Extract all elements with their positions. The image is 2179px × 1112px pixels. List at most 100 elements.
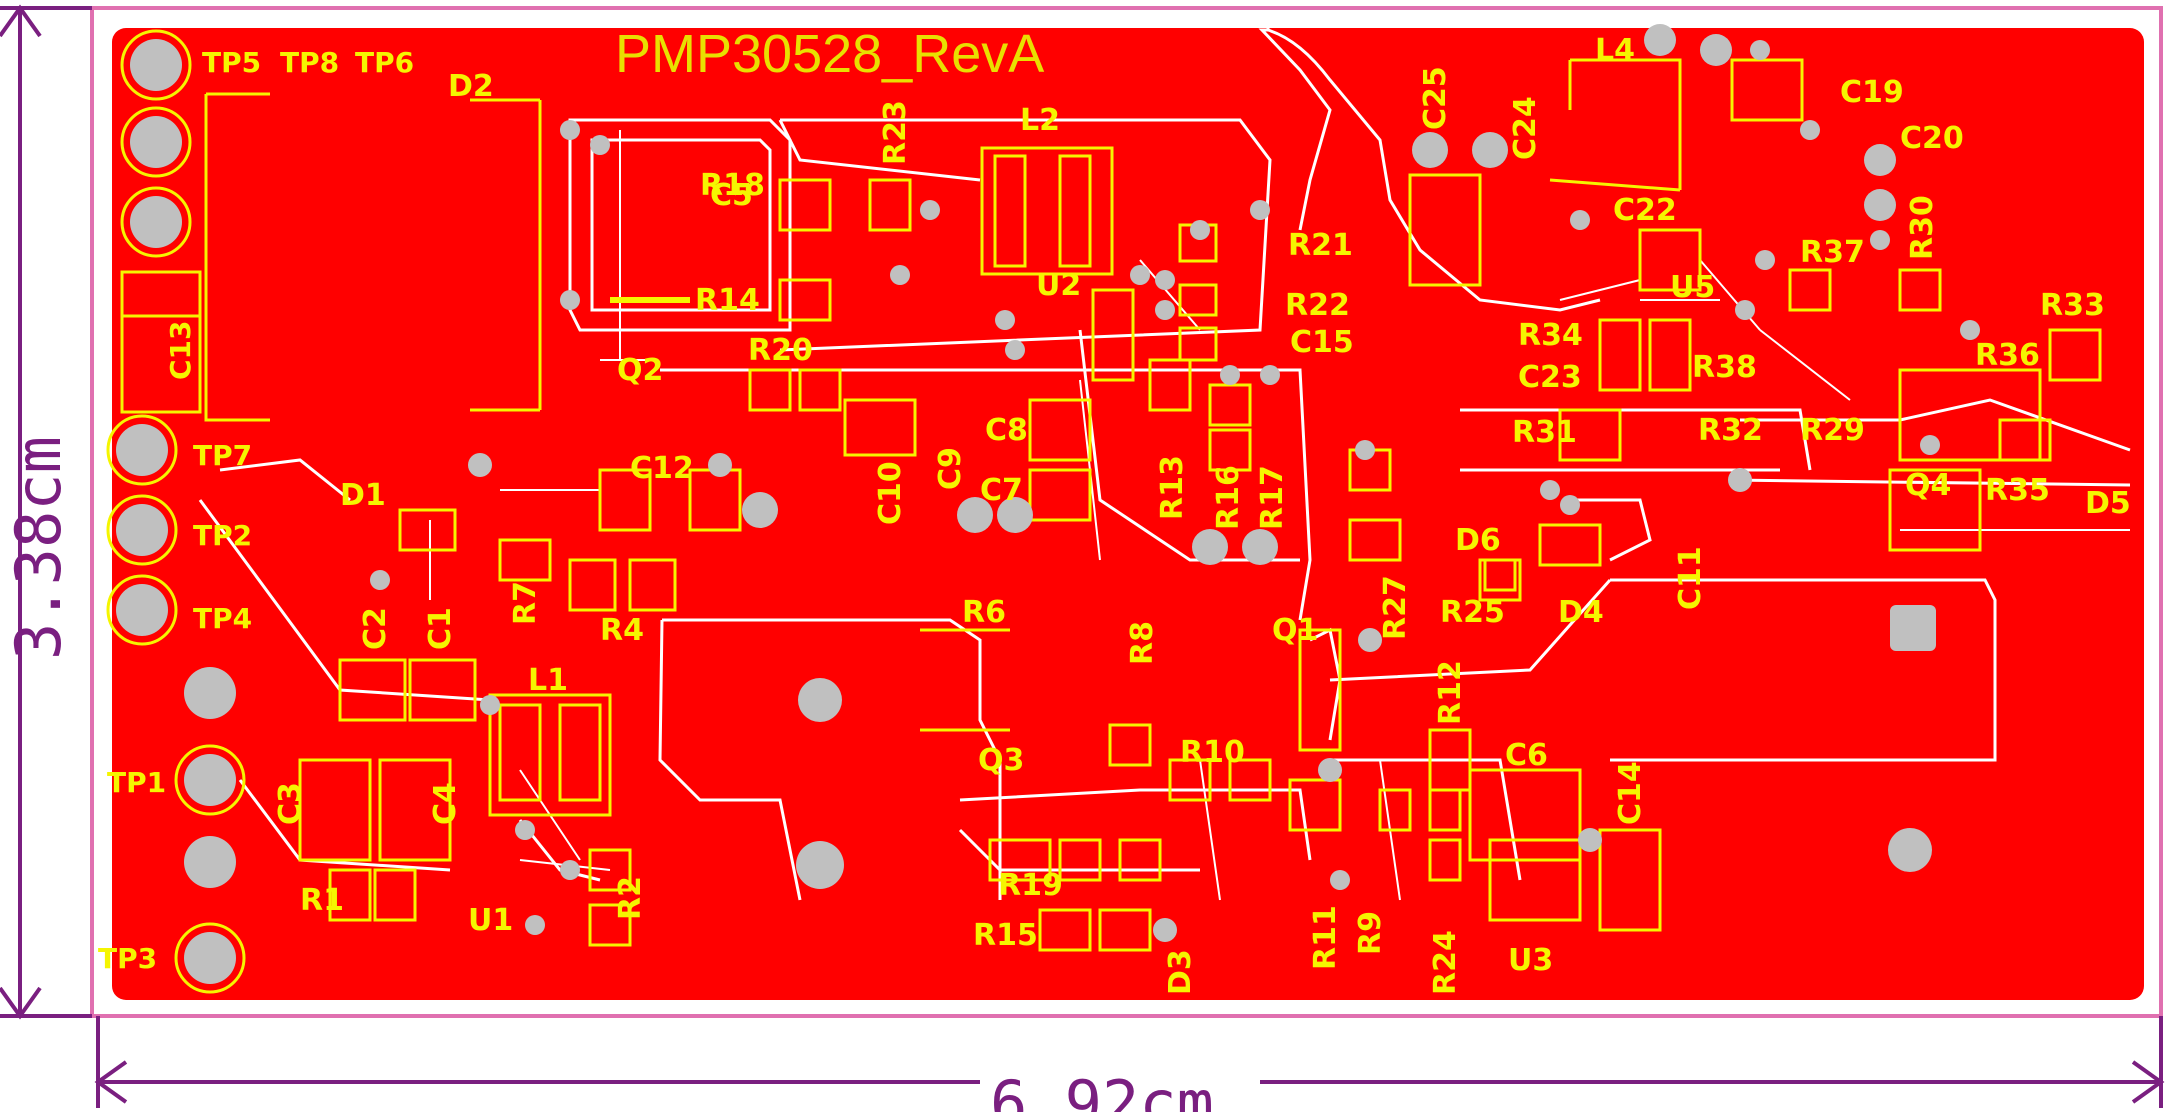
label-c5: C5: [710, 178, 753, 213]
label-r11: R11: [1308, 905, 1343, 970]
label-r16: R16: [1211, 465, 1246, 530]
test-point-pad: [184, 754, 236, 806]
label-q4: Q4: [1905, 468, 1951, 503]
label-l4: L4: [1595, 33, 1635, 68]
label-r13: R13: [1155, 455, 1190, 520]
label-c19: C19: [1840, 75, 1904, 110]
label-l1: L1: [528, 663, 568, 698]
label-c11: C11: [1673, 546, 1708, 610]
board-outline: [90, 6, 2163, 1018]
test-point-pad: [184, 836, 236, 888]
label-tp8: TP8: [280, 46, 339, 79]
label-r38: R38: [1692, 350, 1757, 385]
label-u2: U2: [1036, 268, 1081, 303]
copper-pour: [112, 28, 2144, 1000]
label-r6: R6: [962, 595, 1006, 630]
label-r23: R23: [878, 100, 913, 165]
label-r33: R33: [2040, 288, 2105, 323]
test-point-pad: [130, 196, 182, 248]
test-point-pad: [116, 584, 168, 636]
label-d2: D2: [448, 69, 494, 104]
label-r36: R36: [1975, 338, 2040, 373]
label-d5: D5: [2085, 486, 2131, 521]
label-tp5: TP5: [202, 46, 261, 79]
label-d4: D4: [1558, 595, 1604, 630]
board-title: PMP30528_RevA: [615, 24, 1044, 84]
label-r22: R22: [1285, 288, 1350, 323]
label-r17: R17: [1255, 465, 1290, 530]
label-r29: R29: [1800, 413, 1865, 448]
label-r20: R20: [748, 333, 813, 368]
label-c4: C4: [428, 782, 463, 825]
vias: [116, 24, 1980, 984]
label-c24: C24: [1508, 96, 1543, 160]
label-r32: R32: [1698, 413, 1763, 448]
label-r9: R9: [1353, 911, 1388, 955]
label-c10: C10: [873, 461, 908, 525]
label-r21: R21: [1288, 228, 1353, 263]
label-r15: R15: [973, 918, 1038, 953]
label-r1: R1: [300, 883, 344, 918]
test-point-pad: [184, 667, 236, 719]
label-c2: C2: [358, 607, 393, 650]
label-r30: R30: [1905, 195, 1940, 260]
label-c14: C14: [1613, 761, 1648, 825]
label-u5: U5: [1670, 270, 1715, 305]
label-tp2: TP2: [193, 519, 252, 552]
label-r35: R35: [1985, 473, 2050, 508]
label-tp4: TP4: [193, 602, 252, 635]
label-d3: D3: [1163, 949, 1198, 995]
test-point-pad: [184, 932, 236, 984]
label-c1: C1: [423, 607, 458, 650]
label-u3: U3: [1508, 943, 1553, 978]
label-d1: D1: [340, 478, 386, 513]
label-u1: U1: [468, 903, 513, 938]
label-c25: C25: [1418, 66, 1453, 130]
label-r8: R8: [1125, 621, 1160, 665]
test-point-pad: [130, 39, 182, 91]
label-l2: L2: [1020, 103, 1060, 138]
label-r19: R19: [998, 868, 1063, 903]
test-point-pad: [130, 116, 182, 168]
test-point-pad: [116, 504, 168, 556]
label-c15: C15: [1290, 325, 1354, 360]
label-r25: R25: [1440, 595, 1505, 630]
label-c23: C23: [1518, 360, 1582, 395]
label-r31: R31: [1512, 415, 1577, 450]
label-r4: R4: [600, 613, 644, 648]
dimension-width: [94, 1016, 2165, 1108]
label-c6: C6: [1505, 738, 1548, 773]
label-r37: R37: [1800, 235, 1865, 270]
label-r34: R34: [1518, 318, 1583, 353]
silkscreen-outlines: [120, 58, 2102, 952]
test-point-pad: [116, 424, 168, 476]
label-r2: R2: [613, 876, 648, 920]
label-tp1: TP1: [107, 766, 166, 799]
label-c9: C9: [933, 447, 968, 490]
silkscreen-labels: PMP30528_RevA TP5 TP8 TP6 TP7 TP2 TP4 TP…: [98, 24, 2131, 995]
dimension-height: [0, 4, 92, 1020]
label-c3: C3: [273, 782, 308, 825]
label-d6: D6: [1455, 523, 1501, 558]
label-r14: R14: [695, 283, 760, 318]
label-c22: C22: [1613, 193, 1677, 228]
label-tp6: TP6: [355, 46, 414, 79]
label-tp7: TP7: [193, 439, 252, 472]
test-point-rings: [106, 29, 246, 994]
label-r18: R18: [700, 168, 765, 203]
label-c13: C13: [164, 320, 197, 380]
label-c8: C8: [985, 413, 1028, 448]
label-tp3: TP3: [98, 942, 157, 975]
label-r7: R7: [508, 581, 543, 625]
label-c20: C20: [1900, 121, 1964, 156]
label-c7: C7: [980, 473, 1023, 508]
label-r24: R24: [1428, 930, 1463, 995]
label-r10: R10: [1180, 735, 1245, 770]
label-r27: R27: [1378, 575, 1413, 640]
dimension-width-label: 6.92cm: [990, 1067, 1214, 1112]
label-r12: R12: [1433, 660, 1468, 725]
label-q3: Q3: [978, 743, 1024, 778]
label-q2: Q2: [617, 353, 663, 388]
label-c12: C12: [630, 451, 694, 486]
